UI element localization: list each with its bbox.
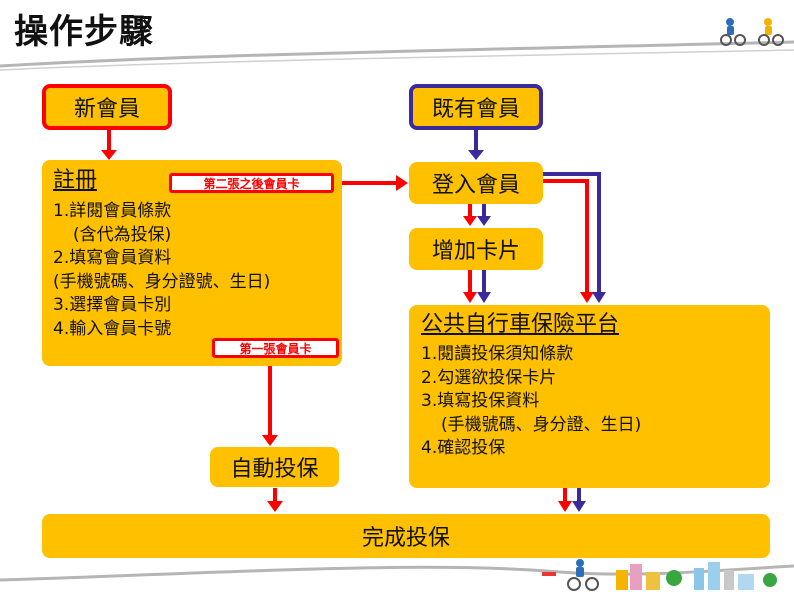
page-title: 操作步驟 xyxy=(14,12,154,52)
arrow-existing-to-login xyxy=(468,130,484,160)
arrow-auto-to-complete xyxy=(267,488,283,512)
arrow-add-card-to-platform xyxy=(463,270,491,303)
footer-city-illustration xyxy=(542,559,777,591)
register-step-3: 3.選擇會員卡別 xyxy=(53,295,172,316)
register-step-4: 4.輸入會員卡號 xyxy=(53,318,172,339)
platform-step-4: 4.確認投保 xyxy=(421,438,506,459)
existing-member-node: 既有會員 xyxy=(409,84,543,130)
platform-step-2: 2.勾選欲投保卡片 xyxy=(421,367,557,388)
register-node: 註冊 1.詳閱會員條款 (含代為投保) 2.填寫會員資料 (手機號碼、身分證號、… xyxy=(42,160,342,366)
header-swoosh xyxy=(0,40,794,68)
platform-heading: 公共自行車保險平台 xyxy=(421,312,620,337)
first-card-label: 第一張會員卡 xyxy=(212,338,339,358)
arrow-register-to-login xyxy=(334,175,408,191)
arrow-login-to-add-card xyxy=(463,204,491,226)
register-step-2: 2.填寫會員資料 xyxy=(53,248,172,269)
platform-step-3-note: (手機號碼、身分證、生日) xyxy=(441,414,642,435)
arrow-platform-to-complete xyxy=(558,488,586,512)
cyclist-icon xyxy=(720,18,746,46)
platform-step-3: 3.填寫投保資料 xyxy=(421,391,540,412)
arrow-login-to-platform xyxy=(543,172,606,303)
register-heading: 註冊 xyxy=(53,168,98,193)
new-member-node: 新會員 xyxy=(42,84,172,130)
register-step-1: 1.詳閱會員條款 xyxy=(53,201,172,221)
second-card-label: 第二張之後會員卡 xyxy=(169,173,334,193)
cyclist-icon-2 xyxy=(758,18,784,46)
complete-node: 完成投保 xyxy=(42,514,770,558)
login-node: 登入會員 xyxy=(409,162,543,204)
footer-cyclist-icon xyxy=(567,559,599,591)
header-swoosh-thin xyxy=(0,49,794,71)
register-step-2-note: (手機號碼、身分證號、生日) xyxy=(53,271,271,292)
add-card-node: 增加卡片 xyxy=(409,228,543,270)
arrow-new-to-register xyxy=(101,130,117,160)
register-step-1-note: (含代為投保) xyxy=(73,224,172,245)
insurance-platform-node: 公共自行車保險平台 1.閱讀投保須知條款 2.勾選欲投保卡片 3.填寫投保資料 … xyxy=(409,305,770,488)
arrow-register-to-auto xyxy=(262,358,278,446)
platform-step-1: 1.閱讀投保須知條款 xyxy=(421,344,574,364)
auto-insure-node: 自動投保 xyxy=(210,447,339,487)
